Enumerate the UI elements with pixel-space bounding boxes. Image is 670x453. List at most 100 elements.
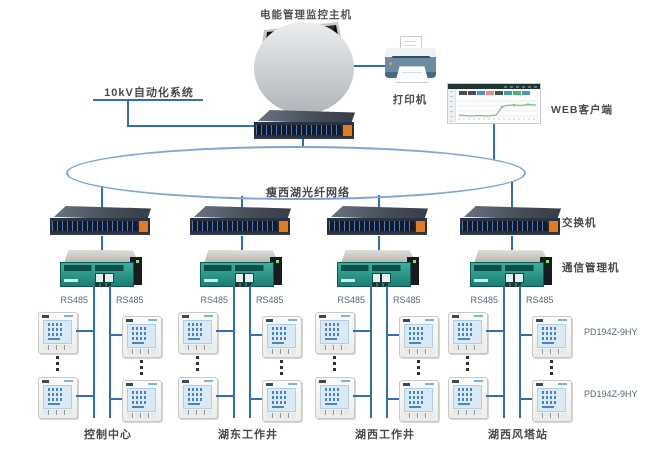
button-swatch xyxy=(513,91,521,95)
power-meter-icon xyxy=(315,312,355,354)
rs485-label: RS485 xyxy=(116,295,144,305)
web-client-label: WEB客户端 xyxy=(551,104,613,116)
network-switch-icon xyxy=(50,206,154,238)
connection-line xyxy=(111,334,122,336)
connection-line xyxy=(101,186,103,208)
network-switch-icon xyxy=(190,206,294,238)
rs485-bus-line xyxy=(503,286,505,418)
rs485-bus-line xyxy=(233,286,235,418)
rs485-bus-line xyxy=(370,286,372,418)
switch-front-ports xyxy=(50,218,150,235)
connection-line xyxy=(388,334,399,336)
connection-line xyxy=(76,395,93,397)
switch-front-ports xyxy=(254,122,354,139)
button-swatch xyxy=(468,91,476,95)
power-meter-icon xyxy=(38,377,78,419)
ellipsis-dots-icon xyxy=(466,356,469,359)
station-label: 湖东工作井 xyxy=(218,429,278,441)
station-label: 控制中心 xyxy=(84,429,132,441)
printer-slot xyxy=(392,56,430,58)
fiber-ring xyxy=(66,146,526,200)
printer-icon xyxy=(384,36,438,90)
connection-line xyxy=(378,236,380,250)
connection-line xyxy=(111,398,122,400)
rs485-label: RS485 xyxy=(256,295,284,305)
network-switch-icon xyxy=(327,206,431,238)
rs485-bus-line xyxy=(93,286,95,418)
trend-chart-icon xyxy=(458,100,538,120)
button-swatch xyxy=(477,91,485,95)
connection-line xyxy=(241,196,243,208)
connection-line xyxy=(302,136,304,148)
connection-line xyxy=(378,195,380,208)
connection-line xyxy=(511,181,513,208)
connection-line xyxy=(340,65,390,67)
ellipsis-dots-icon xyxy=(417,360,420,363)
rs485-label: RS485 xyxy=(393,295,421,305)
switch-top-face xyxy=(464,206,562,220)
connection-line xyxy=(76,330,93,332)
host-label: 电能管理监控主机 xyxy=(260,9,352,21)
power-meter-icon xyxy=(38,312,78,354)
switch-annotation: 交换机 xyxy=(562,217,597,229)
station-group: RS485 RS485 控制中心 xyxy=(32,204,184,453)
rs485-bus-line xyxy=(109,286,111,418)
gateway-annotation: 通信管理机 xyxy=(562,262,620,274)
browser-dashboard-icon xyxy=(447,83,541,124)
power-meter-icon xyxy=(399,380,439,422)
ellipsis-dots-icon xyxy=(235,283,239,287)
serial-gateway-icon xyxy=(470,248,554,288)
connection-line xyxy=(521,334,532,336)
printer-label: 打印机 xyxy=(392,94,428,106)
power-meter-icon xyxy=(448,377,488,419)
rs485-label: RS485 xyxy=(200,295,228,305)
switch-front-ports xyxy=(190,218,290,235)
button-swatch xyxy=(504,91,512,95)
power-meter-icon xyxy=(315,377,355,419)
gateway-top-face xyxy=(64,250,140,264)
rs485-label: RS485 xyxy=(470,295,498,305)
scada-system-label: 10kV自动化系统 xyxy=(104,87,194,99)
connection-line xyxy=(521,398,532,400)
connection-line xyxy=(353,330,370,332)
switch-top-face xyxy=(331,206,429,220)
switch-top-face xyxy=(258,110,356,124)
connection-line xyxy=(251,334,262,336)
fiber-ring-label: 瘦西湖光纤网络 xyxy=(266,187,350,199)
switch-top-face xyxy=(194,206,292,220)
serial-gateway-icon xyxy=(337,248,421,288)
power-meter-icon xyxy=(532,316,572,358)
station-group: RS485 RS485 湖西工作井 xyxy=(309,204,461,453)
desktop-monitor-icon xyxy=(254,22,354,114)
station-group: RS485 RS485 湖西风塔站 xyxy=(442,204,594,453)
connection-line xyxy=(511,236,513,250)
network-switch-icon xyxy=(460,206,564,238)
connection-line xyxy=(353,395,370,397)
power-meter-icon xyxy=(122,316,162,358)
power-meter-icon xyxy=(399,316,439,358)
browser-titlebar xyxy=(448,84,540,89)
button-swatch xyxy=(486,91,494,95)
switch-front-ports xyxy=(460,218,560,235)
meter-model-annotation: PD194Z-9HY xyxy=(584,327,638,337)
button-swatch xyxy=(495,91,503,95)
rs485-label: RS485 xyxy=(526,295,554,305)
ellipsis-dots-icon xyxy=(196,356,199,359)
ellipsis-dots-icon xyxy=(550,360,553,363)
connection-line xyxy=(486,330,503,332)
power-meter-icon xyxy=(178,312,218,354)
ellipsis-dots-icon xyxy=(95,283,99,287)
ellipsis-dots-icon xyxy=(140,360,143,363)
station-group: RS485 RS485 湖东工作井 xyxy=(172,204,324,453)
rs485-bus-line xyxy=(249,286,251,418)
power-meter-icon xyxy=(122,380,162,422)
station-label: 湖西风塔站 xyxy=(488,429,548,441)
gateway-top-face xyxy=(204,250,280,264)
power-meter-icon xyxy=(178,377,218,419)
switch-top-face xyxy=(54,206,152,220)
serial-gateway-icon xyxy=(200,248,284,288)
power-meter-icon xyxy=(448,312,488,354)
printer-led xyxy=(389,62,392,65)
station-label: 湖西工作井 xyxy=(355,429,415,441)
